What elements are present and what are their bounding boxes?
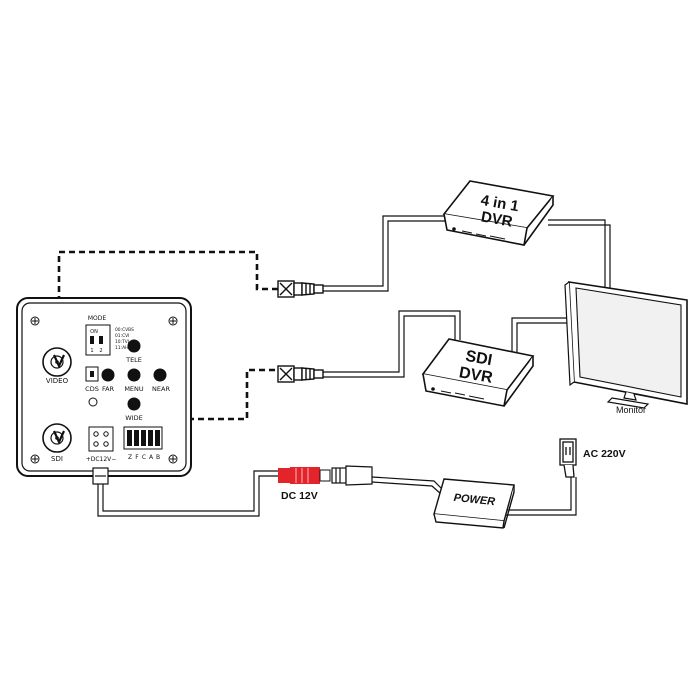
cable-strain-relief xyxy=(92,467,109,485)
terminal-letters: Z F C A B xyxy=(128,454,160,461)
mode-option: 00:CVBS xyxy=(115,327,134,333)
camera-back-panel: MODE ON 1 2 00:CVBS 01:CVI 10:TVI 11:AHD… xyxy=(16,297,192,477)
control-terminal-block[interactable] xyxy=(123,426,163,450)
dip-lever-1 xyxy=(90,336,94,344)
sdi-dvr xyxy=(421,338,535,407)
bnc-connector-top xyxy=(277,280,324,298)
wide-button[interactable] xyxy=(127,397,141,411)
terminal-letter: A xyxy=(149,454,154,461)
dip-lever-2 xyxy=(99,336,103,344)
near-button[interactable] xyxy=(153,368,167,382)
terminal-letter: B xyxy=(156,454,160,461)
video-arrow-icon xyxy=(52,354,66,369)
wide-label: WIDE xyxy=(125,414,142,422)
mode-option: 10:TVI xyxy=(115,339,129,345)
monitor-label: Monitor xyxy=(616,405,646,415)
sdi-dvr-label-line2: DVR xyxy=(458,364,495,387)
led-indicator xyxy=(88,397,98,407)
tele-label: TELE xyxy=(125,356,142,364)
mode-options: 00:CVBS 01:CVI 10:TVI 11:AHD xyxy=(115,327,134,351)
monitor xyxy=(564,281,688,409)
tele-button[interactable] xyxy=(127,339,141,353)
dvr-4in1-label-line2: DVR xyxy=(480,208,514,230)
terminal-letter: C xyxy=(142,454,146,461)
cds-label: CDS xyxy=(85,385,99,393)
terminal-letter: Z xyxy=(128,454,132,461)
dc-plug-red xyxy=(278,467,331,484)
terminal-letter: F xyxy=(135,454,139,461)
dc-terminal[interactable] xyxy=(88,426,114,452)
mode-option: 01:CVI xyxy=(115,333,129,339)
near-label: NEAR xyxy=(152,385,170,393)
ac-plug xyxy=(559,438,577,478)
dc-jack xyxy=(331,465,373,486)
cable-bnc-to-4in1-dvr xyxy=(322,215,448,292)
sdi-arrow-icon xyxy=(52,430,66,445)
screw-icon xyxy=(30,316,178,464)
power-supply xyxy=(433,478,515,529)
cable-camera-to-dc-plug xyxy=(97,470,278,517)
video-label: VIDEO xyxy=(46,377,69,385)
cable-4in1-dvr-to-monitor xyxy=(548,219,611,290)
sdi-dvr-label-line1: SDI xyxy=(464,348,493,369)
menu-button[interactable] xyxy=(127,368,141,382)
cable-power-supply-to-ac-plug xyxy=(502,477,577,516)
dip-number-1: 1 xyxy=(90,348,93,354)
ac-220v-label: AC 220V xyxy=(583,448,626,460)
cable-bnc-to-sdi-dvr xyxy=(322,310,461,378)
video-dashed-cable xyxy=(57,250,280,362)
dip-on-label: ON xyxy=(90,329,98,335)
menu-label: MENU xyxy=(124,385,144,393)
cable-jack-to-power-supply xyxy=(371,476,445,495)
sdi-label: SDI xyxy=(51,455,63,463)
dc-12v-label: DC 12V xyxy=(281,490,318,502)
dc-terminal-label: +DC12V− xyxy=(86,456,117,463)
dvr-4in1 xyxy=(442,180,555,246)
dvr-4in1-label-line1: 4 in 1 xyxy=(479,192,520,215)
far-button[interactable] xyxy=(101,368,115,382)
dip-number-2: 2 xyxy=(99,348,102,354)
bnc-connector-bottom xyxy=(277,365,324,383)
far-label: FAR xyxy=(102,385,115,393)
mode-title: MODE xyxy=(88,315,107,322)
cable-sdi-dvr-to-monitor xyxy=(511,317,573,352)
power-label: POWER xyxy=(453,492,496,508)
mode-option: 11:AHD xyxy=(115,345,132,351)
